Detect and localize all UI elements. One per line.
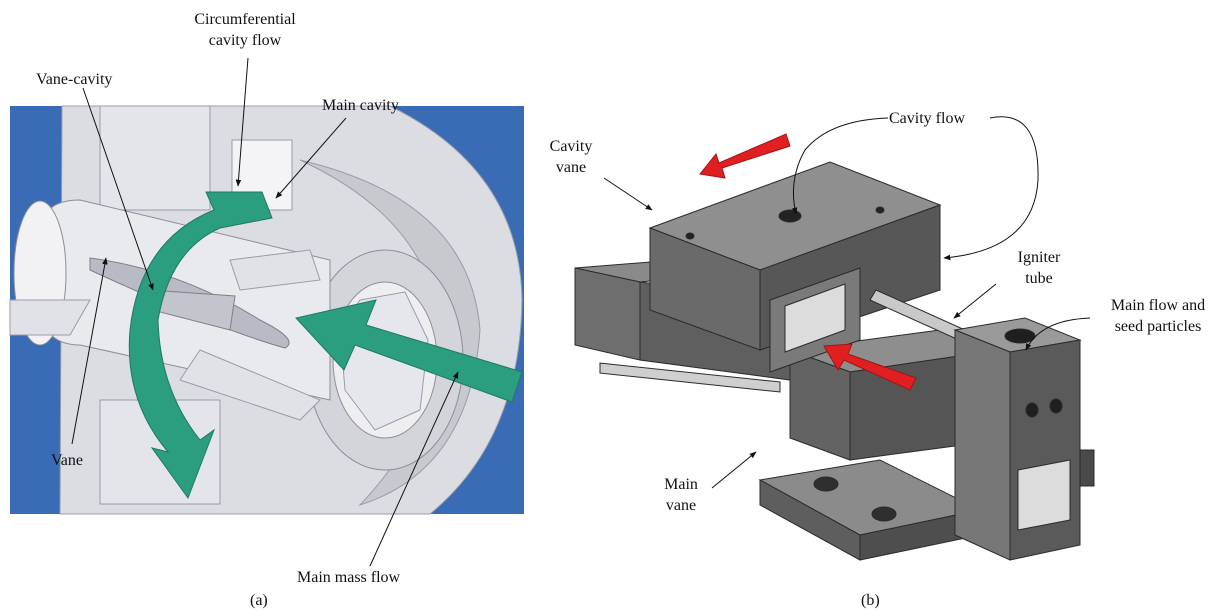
main-flow-arrow-red <box>823 343 917 391</box>
leader-cavity-vane <box>603 177 653 211</box>
label-cavity-vane-line2: vane <box>555 159 587 176</box>
side-port-2 <box>1049 398 1063 414</box>
top-slot-block <box>99 105 211 211</box>
panel-b-illustration <box>574 133 1095 561</box>
leader-main-flow <box>1025 317 1091 351</box>
label-main-mass-flow: Main mass flow <box>297 569 401 586</box>
label-circumferential-cavity-flow: Circumferential cavity flow <box>170 9 320 51</box>
leader-main-mass-flow <box>369 371 459 567</box>
label-main-flow-line2: seed particles <box>1114 318 1202 335</box>
caption-b: (b) <box>861 592 880 609</box>
fin-3 <box>229 249 321 291</box>
plate-hole-1 <box>813 476 839 492</box>
label-main-flow-line1: Main flow and <box>1110 297 1206 314</box>
label-main-cavity: Main cavity <box>322 97 399 114</box>
cavity-flow-port <box>778 209 802 223</box>
label-igniter-line2: tube <box>1025 270 1053 287</box>
rail-slot <box>599 362 781 393</box>
cavity-flow-arrow-red <box>699 133 791 179</box>
main-mass-flow-arrow <box>295 299 523 403</box>
label-main-flow-seed: Main flow and seed particles <box>1090 295 1226 337</box>
leader-main-cavity <box>275 117 347 199</box>
panel-b-leaders <box>603 116 1091 489</box>
leader-vane-cavity <box>82 87 154 291</box>
fin-2 <box>179 349 321 421</box>
label-circumferential-line1: Circumferential <box>194 11 296 28</box>
leader-vane <box>71 257 108 445</box>
label-main-vane-line2: vane <box>665 497 697 514</box>
label-cavity-vane-line1: Cavity <box>549 138 593 155</box>
window-opening <box>784 283 846 353</box>
circumferential-flow-arrow <box>128 191 273 500</box>
label-main-vane-line1: Main <box>664 476 698 493</box>
leader-cavity-flow-2 <box>943 116 1039 261</box>
panel-a-leaders <box>71 57 459 567</box>
cavity-vane-hole-2 <box>875 206 885 214</box>
caption-a: (a) <box>250 592 268 609</box>
side-tab <box>1079 449 1095 487</box>
side-window <box>1017 459 1071 531</box>
label-cavity-flow: Cavity flow <box>889 110 965 127</box>
label-circumferential-line2: cavity flow <box>208 32 282 49</box>
label-cavity-vane: Cavity vane <box>540 136 602 178</box>
label-igniter-line1: Igniter <box>1017 249 1061 266</box>
main-flow-port <box>1004 328 1036 344</box>
leader-circumferential <box>235 57 249 187</box>
label-igniter-tube: Igniter tube <box>1008 247 1070 289</box>
label-vane: Vane <box>51 452 83 469</box>
plate-hole-2 <box>871 506 897 522</box>
fin-1 <box>9 299 91 336</box>
base-frame-left <box>574 267 641 361</box>
main-flow-block-front <box>954 329 1011 561</box>
cavity-vane-hole-1 <box>685 232 695 240</box>
leader-igniter <box>953 283 997 319</box>
leader-cavity-flow <box>791 117 889 215</box>
leader-main-vane <box>711 451 757 489</box>
label-main-vane: Main vane <box>653 474 709 516</box>
panel-a-illustration <box>9 105 524 515</box>
side-port-1 <box>1025 402 1039 418</box>
label-vane-cavity: Vane-cavity <box>36 71 113 88</box>
